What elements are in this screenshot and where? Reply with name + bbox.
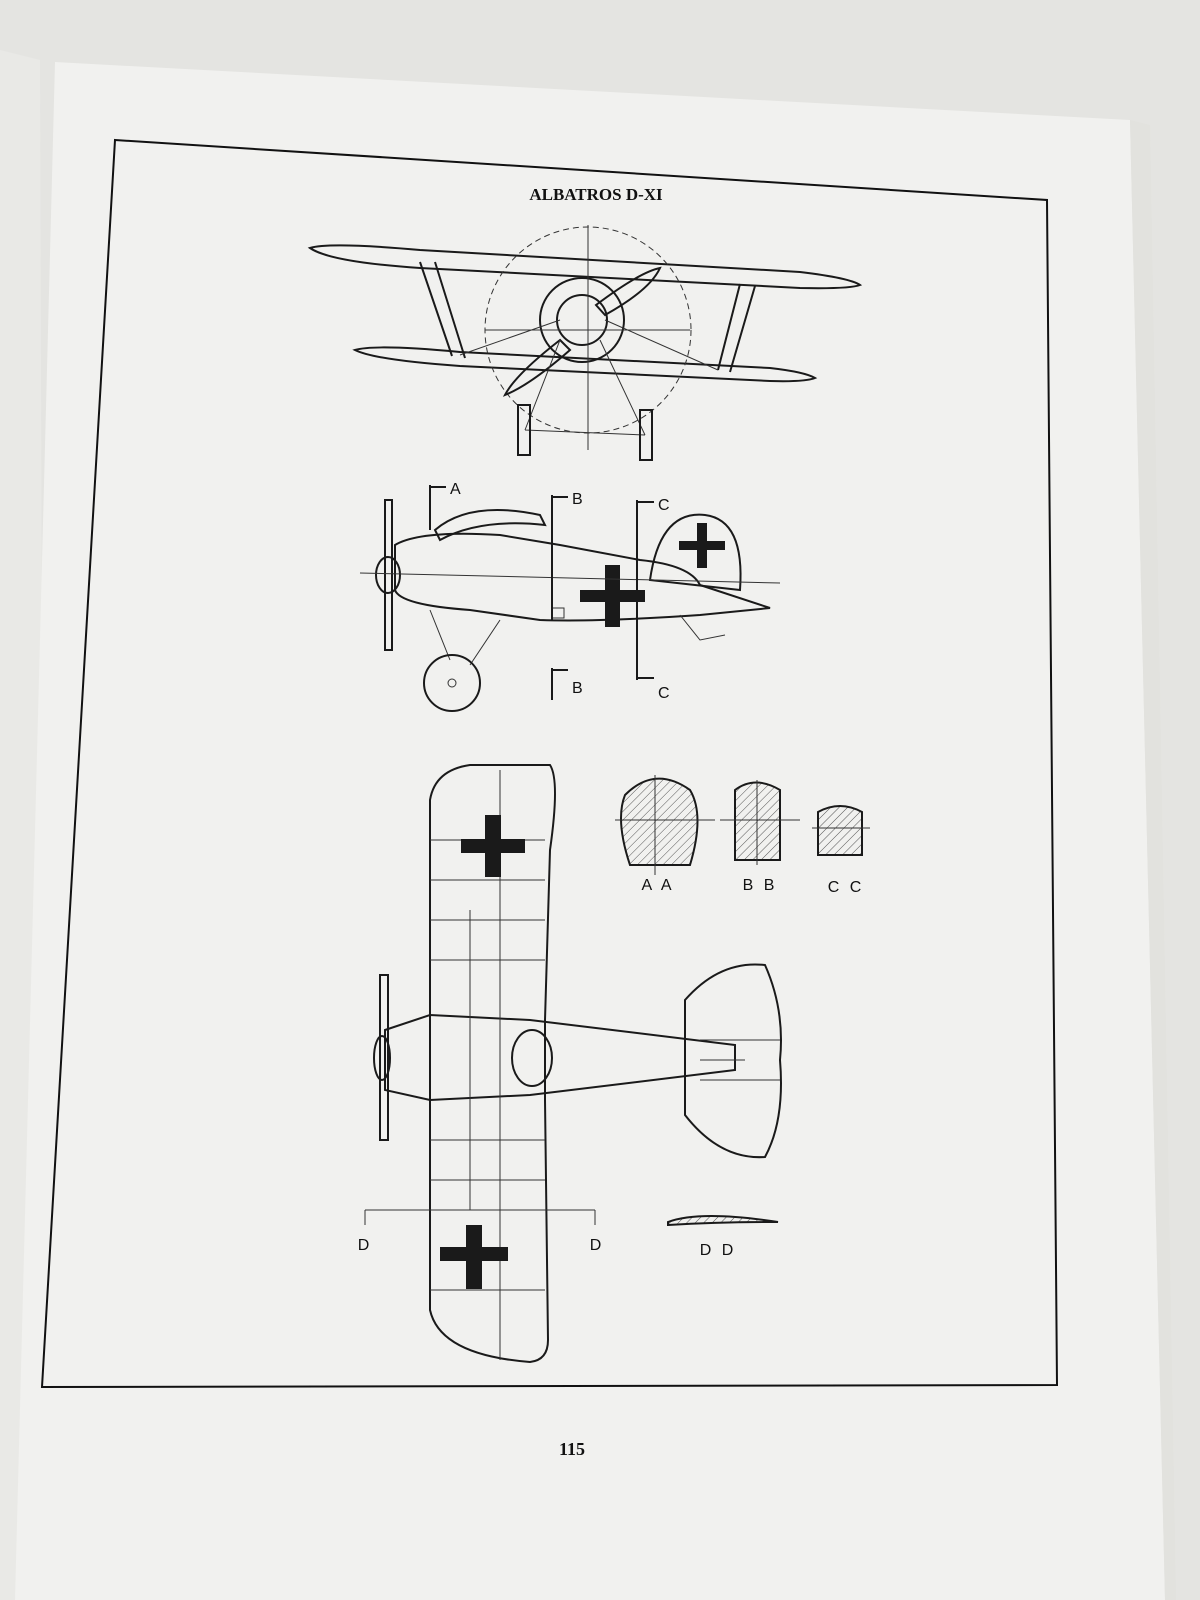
section-marker-b-bottom: B <box>572 680 586 697</box>
section-marker-d-right: D <box>590 1237 605 1254</box>
section-marker-a: A <box>450 481 464 498</box>
section-marker-c-bottom: C <box>658 685 673 702</box>
iron-cross-fuselage <box>580 565 645 627</box>
iron-cross-lower-wing <box>440 1225 508 1289</box>
page-number: 115 <box>559 1439 585 1459</box>
section-marker-d-left: D <box>358 1237 373 1254</box>
front-view <box>307 225 863 461</box>
section-label-aa: A A <box>641 877 674 894</box>
page-stack-edge <box>1130 120 1176 1600</box>
side-view: A B C B C <box>359 481 781 712</box>
drawing-title: ALBATROS D-XI <box>529 185 663 204</box>
iron-cross-fin <box>679 523 725 568</box>
top-view: D D <box>358 764 782 1364</box>
section-label-bb: B B <box>743 877 778 894</box>
iron-cross-upper-wing <box>461 815 525 877</box>
section-label-cc: C C <box>828 879 865 896</box>
cross-sections: A A B B C C D D <box>615 775 870 1259</box>
section-marker-c-top: C <box>658 497 673 514</box>
section-marker-b-top: B <box>572 491 586 508</box>
page <box>15 62 1165 1600</box>
section-label-dd: D D <box>700 1242 737 1259</box>
drawing-frame <box>40 138 1059 1389</box>
